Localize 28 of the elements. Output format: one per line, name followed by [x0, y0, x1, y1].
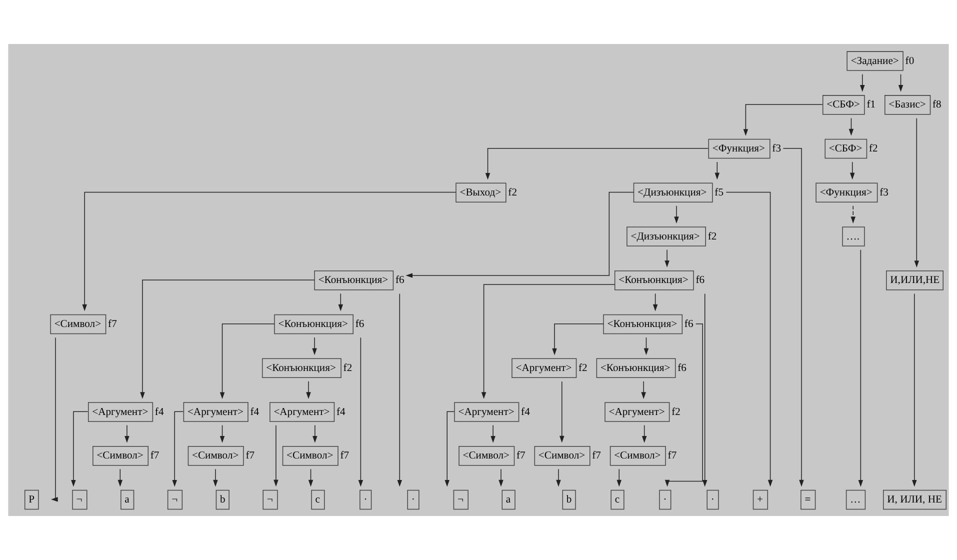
node-label: f4 [521, 406, 530, 418]
node-label: f7 [246, 450, 255, 462]
node-label: f4 [336, 406, 346, 418]
node-label: f6 [684, 319, 694, 330]
node-label: f7 [592, 450, 601, 462]
node-label: f6 [395, 275, 404, 286]
node-label: f5 [714, 187, 724, 198]
node-label: f3 [772, 144, 781, 155]
node-label: f2 [672, 406, 680, 418]
node-label: f3 [880, 187, 888, 198]
node-label: f2 [868, 144, 878, 155]
node-label: f0 [905, 56, 914, 67]
node-label: f7 [668, 450, 677, 462]
node-label: f6 [355, 319, 364, 330]
node-label: f7 [340, 450, 350, 462]
node-label: f7 [516, 450, 526, 462]
node-label: f2 [578, 362, 588, 374]
node-label: f2 [708, 231, 717, 242]
node-label: f7 [150, 450, 160, 462]
node-label: f4 [250, 406, 260, 418]
node-label: f2 [343, 362, 352, 374]
node-label: f7 [108, 319, 117, 330]
node-label: f4 [154, 406, 164, 418]
node-label: f8 [932, 100, 942, 111]
node-label: f6 [678, 362, 686, 374]
node-label: f6 [696, 275, 705, 286]
node-label: f1 [866, 100, 876, 111]
node-label: f2 [508, 187, 517, 198]
